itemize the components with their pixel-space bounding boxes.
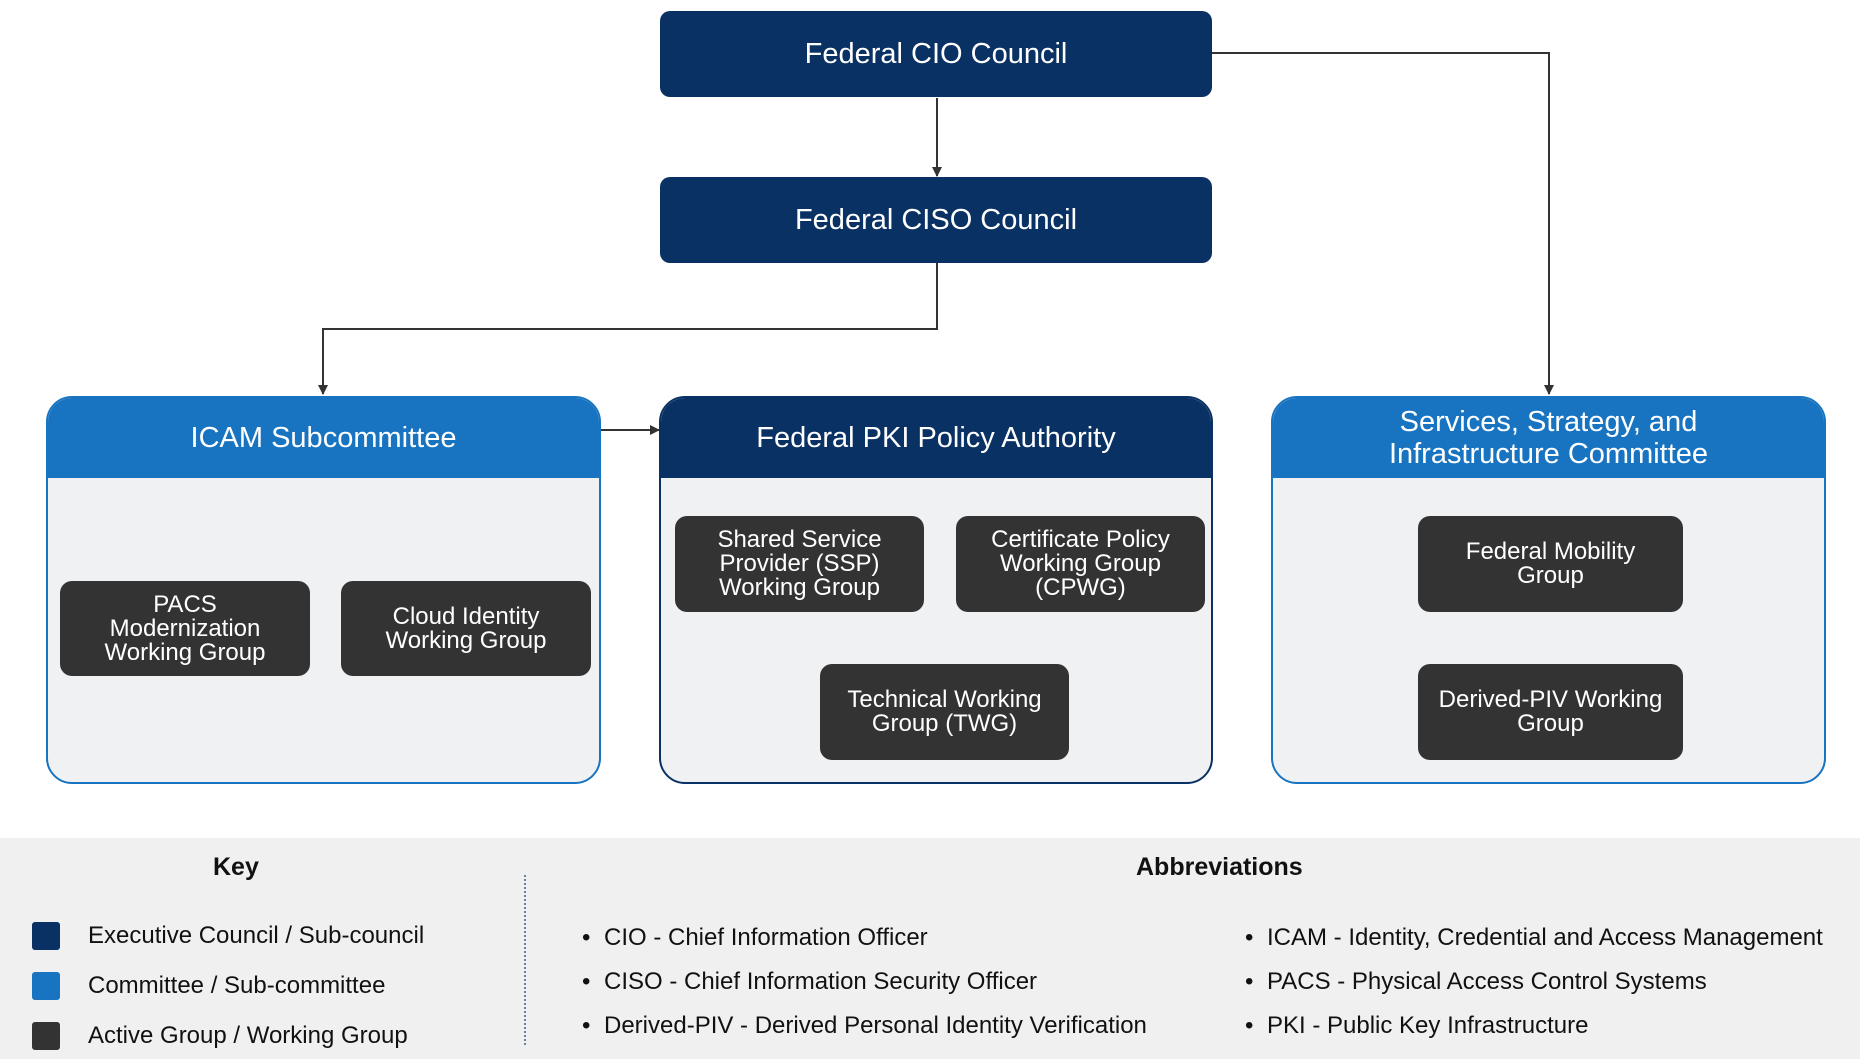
federal-cio-council-box: Federal CIO Council xyxy=(660,11,1212,97)
federal-ciso-council-label: Federal CISO Council xyxy=(794,203,1078,236)
key-item-working-group-label: Active Group / Working Group xyxy=(88,1022,408,1049)
abbreviation-text: CIO - Chief Information Officer xyxy=(604,924,928,951)
key-item-executive-label: Executive Council / Sub-council xyxy=(88,922,425,949)
working-group-swatch xyxy=(32,1022,60,1050)
federal-cio-council-label: Federal CIO Council xyxy=(804,37,1068,70)
cloud-identity-working-group: Cloud Identity Working Group xyxy=(341,581,591,676)
ssp-working-group: Shared Service Provider (SSP) Working Gr… xyxy=(675,516,924,612)
services-strategy-infrastructure-panel: Services, Strategy, and Infrastructure C… xyxy=(1271,396,1826,784)
legend-divider xyxy=(524,875,526,1045)
abbreviation-item: •PKI - Public Key Infrastructure xyxy=(1245,1012,1589,1039)
abbreviations-title: Abbreviations xyxy=(1136,853,1303,881)
abbreviation-text: PKI - Public Key Infrastructure xyxy=(1267,1012,1589,1039)
executive-swatch xyxy=(32,922,60,950)
abbreviation-text: CISO - Chief Information Security Office… xyxy=(604,968,1038,995)
arrow-ciso-to-icam xyxy=(318,263,938,395)
federal-mobility-group: Federal Mobility Group xyxy=(1418,516,1683,612)
icam-subcommittee-panel: ICAM Subcommittee PACS Modernization Wor… xyxy=(46,396,601,784)
federal-pki-policy-authority-title: Federal PKI Policy Authority xyxy=(756,422,1116,454)
abbreviation-item: •CISO - Chief Information Security Offic… xyxy=(582,968,1038,995)
abbreviation-item: •ICAM - Identity, Credential and Access … xyxy=(1245,924,1823,951)
abbreviation-text: ICAM - Identity, Credential and Access M… xyxy=(1267,924,1823,951)
federal-pki-policy-authority-header: Federal PKI Policy Authority xyxy=(661,398,1211,478)
abbreviation-item: •PACS - Physical Access Control Systems xyxy=(1245,968,1707,995)
abbreviation-item: •Derived-PIV - Derived Personal Identity… xyxy=(582,1012,1147,1039)
icam-subcommittee-header: ICAM Subcommittee xyxy=(48,398,599,478)
abbreviation-text: Derived-PIV - Derived Personal Identity … xyxy=(604,1012,1147,1039)
services-strategy-infrastructure-title: Services, Strategy, and Infrastructure C… xyxy=(1388,406,1709,470)
arrow-cio-to-ssi xyxy=(1212,52,1554,395)
abbreviation-item: •CIO - Chief Information Officer xyxy=(582,924,928,951)
icam-subcommittee-title: ICAM Subcommittee xyxy=(190,422,457,454)
cpwg-working-group: Certificate Policy Working Group (CPWG) xyxy=(956,516,1205,612)
key-item-committee: Committee / Sub-committee xyxy=(32,972,385,1000)
key-item-committee-label: Committee / Sub-committee xyxy=(88,972,386,999)
services-strategy-infrastructure-header: Services, Strategy, and Infrastructure C… xyxy=(1273,398,1824,478)
legend-footer xyxy=(0,838,1860,1059)
key-title: Key xyxy=(213,853,259,881)
key-item-executive: Executive Council / Sub-council xyxy=(32,922,424,950)
key-item-working-group: Active Group / Working Group xyxy=(32,1022,408,1050)
pacs-modernization-working-group: PACS Modernization Working Group xyxy=(60,581,310,676)
technical-working-group: Technical Working Group (TWG) xyxy=(820,664,1069,760)
abbreviation-text: PACS - Physical Access Control Systems xyxy=(1267,968,1707,995)
derived-piv-working-group: Derived-PIV Working Group xyxy=(1418,664,1683,760)
committee-swatch xyxy=(32,972,60,1000)
federal-ciso-council-box: Federal CISO Council xyxy=(660,177,1212,263)
federal-pki-policy-authority-panel: Federal PKI Policy Authority Shared Serv… xyxy=(659,396,1213,784)
